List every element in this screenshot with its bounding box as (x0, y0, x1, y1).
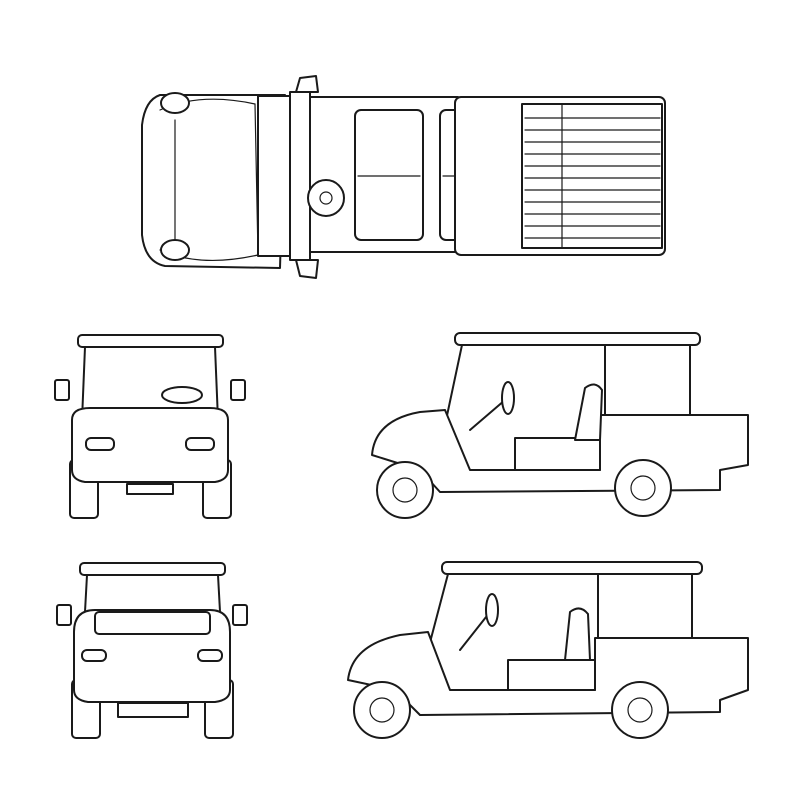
side-view (371, 332, 749, 519)
front-view (54, 334, 246, 519)
three-quarter-view (347, 561, 749, 739)
top-view (141, 75, 666, 279)
back-view (56, 562, 248, 739)
